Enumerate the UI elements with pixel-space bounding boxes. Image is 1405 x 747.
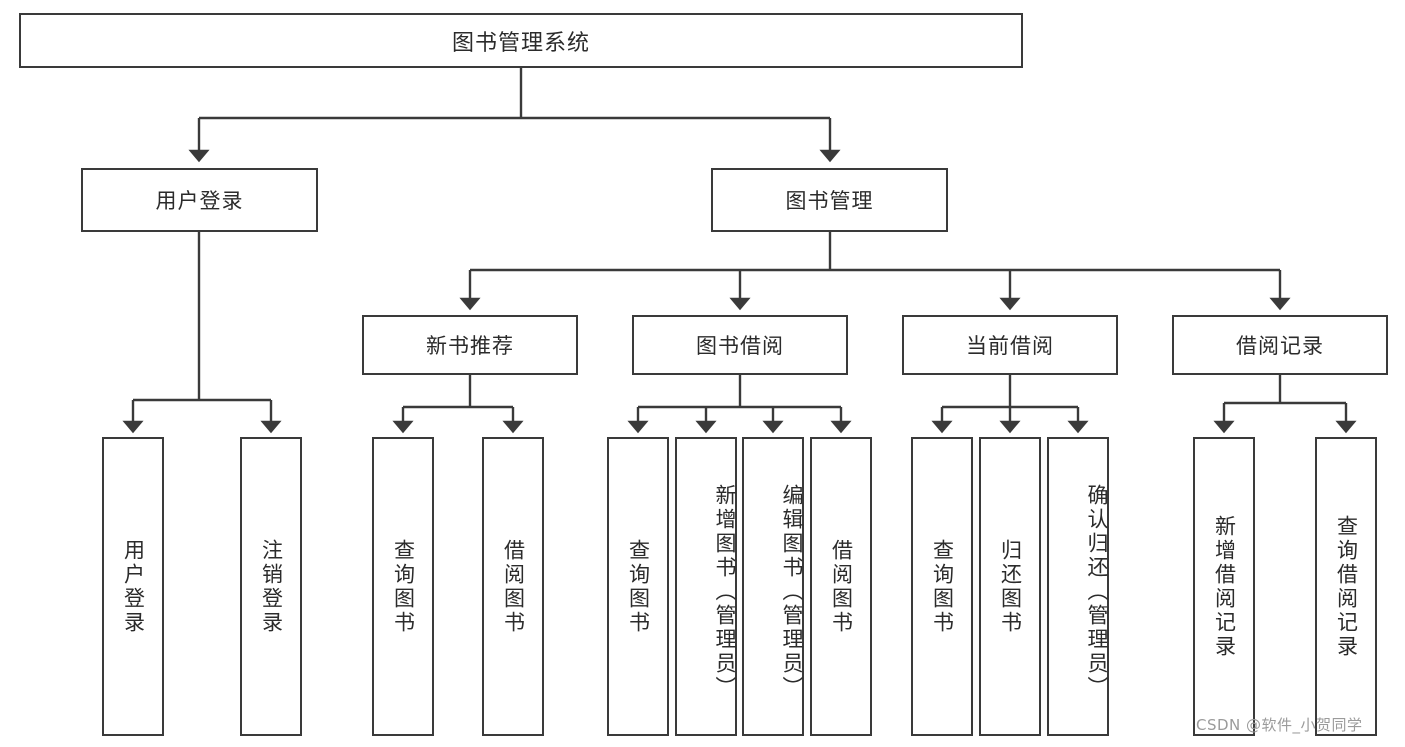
node-borrow-record[interactable]: 借阅记录	[1172, 315, 1388, 375]
node-label: 新增借阅记录	[1212, 514, 1237, 659]
node-label: 图书借阅	[696, 334, 784, 358]
leaf-borrow-borrow-book[interactable]: 借阅图书	[810, 437, 872, 736]
leaf-record-add-record[interactable]: 新增借阅记录	[1193, 437, 1255, 736]
node-label: 新增图书（管理员）	[713, 483, 737, 700]
node-new-book-recommend[interactable]: 新书推荐	[362, 315, 578, 375]
node-label: 编辑图书（管理员）	[780, 483, 804, 700]
node-root-system[interactable]: 图书管理系统	[19, 13, 1023, 68]
leaf-record-query-record[interactable]: 查询借阅记录	[1315, 437, 1377, 736]
node-label: 新书推荐	[426, 334, 514, 358]
leaf-borrow-query-book[interactable]: 查询图书	[607, 437, 669, 736]
csdn-watermark: CSDN @软件_小贺同学	[1196, 716, 1363, 734]
node-book-borrow[interactable]: 图书借阅	[632, 315, 848, 375]
node-label: 借阅图书	[829, 538, 854, 635]
leaf-recommend-borrow-book[interactable]: 借阅图书	[482, 437, 544, 736]
node-label: 借阅图书	[501, 538, 526, 635]
node-label: 图书管理	[785, 189, 874, 213]
node-label: 用户登录	[121, 538, 146, 635]
leaf-current-query-book[interactable]: 查询图书	[911, 437, 973, 736]
node-label: 查询借阅记录	[1334, 514, 1359, 659]
node-book-management[interactable]: 图书管理	[711, 168, 948, 232]
node-current-borrow[interactable]: 当前借阅	[902, 315, 1118, 375]
node-label: 用户登录	[155, 189, 244, 213]
node-label: 归还图书	[998, 538, 1023, 635]
node-label: 当前借阅	[966, 334, 1054, 358]
leaf-current-return-book[interactable]: 归还图书	[979, 437, 1041, 736]
node-user-login[interactable]: 用户登录	[81, 168, 318, 232]
node-label: 图书管理系统	[451, 30, 590, 56]
node-label: 确认归还（管理员）	[1085, 483, 1109, 700]
node-label: 查询图书	[391, 538, 416, 635]
leaf-recommend-query-book[interactable]: 查询图书	[372, 437, 434, 736]
leaf-borrow-add-book-admin[interactable]: 新增图书（管理员）	[675, 437, 737, 736]
node-label: 注销登录	[259, 538, 284, 635]
leaf-user-login-login[interactable]: 用户登录	[102, 437, 164, 736]
node-label: 查询图书	[930, 538, 955, 635]
node-label: 借阅记录	[1236, 334, 1324, 358]
node-label: 查询图书	[626, 538, 651, 635]
leaf-current-confirm-return-admin[interactable]: 确认归还（管理员）	[1047, 437, 1109, 736]
leaf-user-login-logout[interactable]: 注销登录	[240, 437, 302, 736]
leaf-borrow-edit-book-admin[interactable]: 编辑图书（管理员）	[742, 437, 804, 736]
